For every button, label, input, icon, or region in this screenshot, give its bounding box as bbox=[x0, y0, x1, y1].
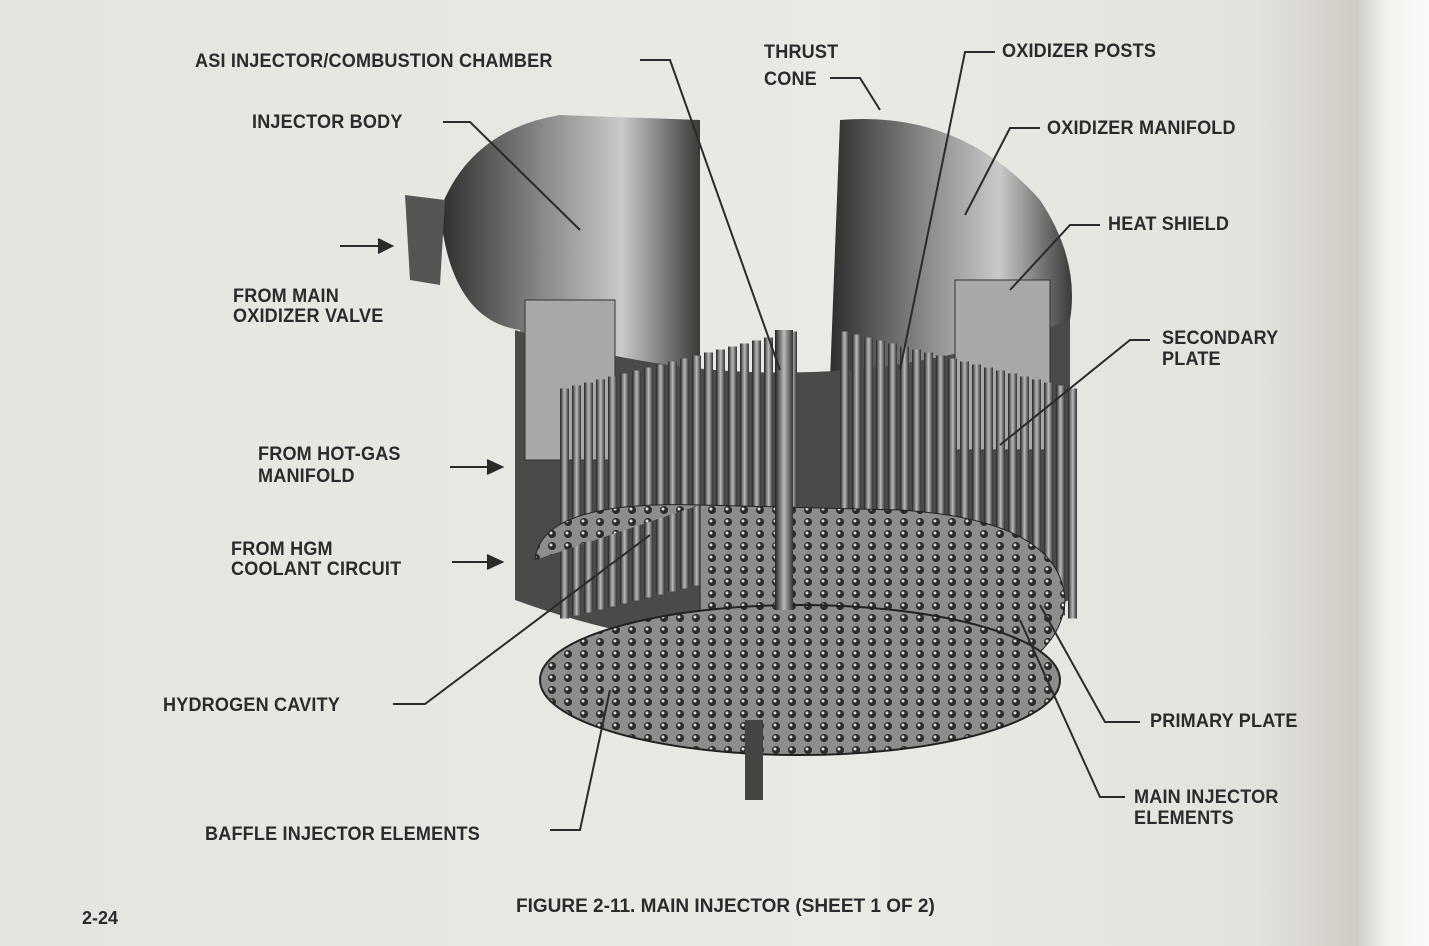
oxidizer-post bbox=[1068, 388, 1077, 619]
oxidizer-post bbox=[876, 340, 885, 571]
label-secondary: SECONDARY bbox=[1162, 328, 1279, 349]
oxidizer-post bbox=[1044, 382, 1053, 613]
oxidizer-post bbox=[680, 358, 689, 589]
oxidizer-post bbox=[632, 370, 641, 601]
label-from-main: FROM MAIN bbox=[233, 286, 339, 307]
oxidizer-post bbox=[984, 367, 993, 598]
oxidizer-post bbox=[840, 331, 849, 562]
label-coolant-circuit: COOLANT CIRCUIT bbox=[231, 559, 402, 580]
oxidizer-post bbox=[692, 355, 701, 586]
oxidizer-post bbox=[1032, 379, 1041, 610]
faceplate bbox=[539, 604, 1061, 756]
label-secondary-plate: PLATE bbox=[1162, 349, 1221, 370]
oxidizer-post bbox=[608, 376, 617, 607]
oxidizer-post bbox=[656, 364, 665, 595]
oxidizer-post bbox=[644, 367, 653, 598]
oxidizer-post bbox=[740, 343, 749, 574]
label-oxidizer-manifold: OXIDIZER MANIFOLD bbox=[1047, 118, 1236, 139]
oxidizer-post bbox=[852, 334, 861, 565]
leader-lines bbox=[340, 51, 1150, 831]
label-hydrogen-cavity: HYDROGEN CAVITY bbox=[163, 695, 341, 716]
oxidizer-post bbox=[972, 364, 981, 595]
oxidizer-post bbox=[936, 355, 945, 586]
oxidizer-post bbox=[888, 343, 897, 574]
label-primary-plate: PRIMARY PLATE bbox=[1150, 711, 1298, 732]
page-number: 2-24 bbox=[82, 908, 119, 928]
oxidizer-post bbox=[996, 370, 1005, 601]
label-baffle-injector-elements: BAFFLE INJECTOR ELEMENTS bbox=[205, 824, 480, 845]
label-from-hot-gas: FROM HOT-GAS bbox=[258, 444, 401, 465]
oxidizer-post bbox=[728, 346, 737, 577]
oxidizer-post bbox=[584, 382, 593, 613]
main-oxidizer-inlet bbox=[405, 195, 445, 285]
oxidizer-post bbox=[704, 352, 713, 583]
label-oxidizer-posts: OXIDIZER POSTS bbox=[1002, 41, 1157, 62]
label-from-hgm: FROM HGM bbox=[231, 539, 333, 560]
figure-caption: FIGURE 2-11. MAIN INJECTOR (SHEET 1 OF 2… bbox=[516, 896, 935, 917]
label-main-injector: MAIN INJECTOR bbox=[1134, 787, 1279, 808]
oxidizer-post bbox=[716, 349, 725, 580]
oxidizer-post bbox=[1056, 385, 1065, 616]
oxidizer-post bbox=[560, 388, 569, 619]
label-asi-injector: ASI INJECTOR/COMBUSTION CHAMBER bbox=[195, 51, 553, 72]
oxidizer-post bbox=[912, 349, 921, 580]
oxidizer-post bbox=[668, 361, 677, 592]
asi-tip bbox=[745, 720, 763, 800]
label-thrust: THRUST bbox=[764, 42, 839, 63]
oxidizer-post bbox=[960, 361, 969, 592]
label-oxidizer-valve: OXIDIZER VALVE bbox=[233, 306, 384, 327]
oxidizer-post bbox=[764, 337, 773, 568]
oxidizer-post bbox=[864, 337, 873, 568]
label-elements: ELEMENTS bbox=[1134, 808, 1234, 829]
oxidizer-post bbox=[1020, 376, 1029, 607]
thrust-cone-center bbox=[775, 330, 793, 610]
oxidizer-post bbox=[900, 346, 909, 577]
oxidizer-post bbox=[924, 352, 933, 583]
oxidizer-post bbox=[620, 373, 629, 604]
oxidizer-post bbox=[596, 379, 605, 610]
label-cone: CONE bbox=[764, 69, 817, 90]
oxidizer-post bbox=[948, 358, 957, 589]
oxidizer-post bbox=[1008, 373, 1017, 604]
oxidizer-post bbox=[752, 340, 761, 571]
label-injector-body: INJECTOR BODY bbox=[252, 112, 403, 133]
label-manifold: MANIFOLD bbox=[258, 466, 355, 487]
oxidizer-post bbox=[572, 385, 581, 616]
label-heat-shield: HEAT SHIELD bbox=[1108, 214, 1230, 235]
